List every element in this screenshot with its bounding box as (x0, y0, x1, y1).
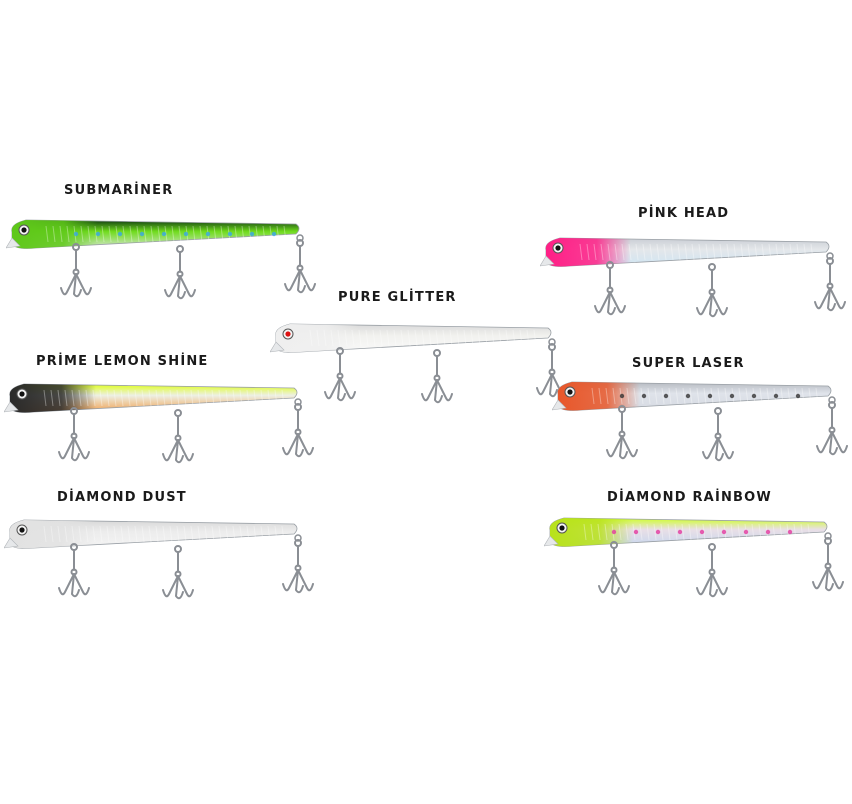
treble-hook-icon (594, 261, 626, 316)
treble-hook-icon (702, 407, 734, 462)
lure-image-submariner (6, 219, 316, 300)
treble-hook-icon (164, 245, 196, 300)
lure-body (4, 519, 302, 549)
treble-hook-icon (324, 347, 356, 402)
lure-label-pure-glitter: PURE GLİTTER (338, 290, 457, 305)
lure-body (552, 381, 836, 411)
lure-label-super-laser: SUPER LASER (632, 356, 745, 371)
lure-body (270, 323, 556, 353)
treble-hook-icon (696, 263, 728, 318)
treble-hook-icon (162, 545, 194, 600)
lure-label-diamond-rainbow: DİAMOND RAİNBOW (607, 490, 772, 505)
lure-image-pure-glitter (270, 323, 568, 404)
treble-hook-icon (58, 407, 90, 462)
treble-hook-icon (162, 409, 194, 464)
treble-hook-icon (282, 403, 314, 458)
treble-hook-icon (284, 239, 316, 294)
treble-hook-icon (58, 543, 90, 598)
treble-hook-icon (814, 257, 846, 312)
treble-hook-icon (282, 539, 314, 594)
treble-hook-icon (816, 401, 848, 456)
lure-body (540, 237, 834, 267)
lure-image-diamond-dust (4, 519, 314, 600)
treble-hook-icon (598, 541, 630, 596)
lure-image-diamond-rainbow (544, 517, 844, 598)
lure-label-pink-head: PİNK HEAD (638, 206, 730, 221)
lure-label-prime-lemon-shine: PRİME LEMON SHİNE (36, 354, 209, 369)
lure-image-prime-lemon-shine (4, 383, 314, 464)
lure-image-super-laser (552, 381, 848, 462)
treble-hook-icon (696, 543, 728, 598)
lure-body (544, 517, 832, 547)
lure-body (6, 219, 304, 249)
treble-hook-icon (60, 243, 92, 298)
treble-hook-icon (421, 349, 453, 404)
lure-body (4, 383, 302, 413)
lure-label-diamond-dust: DİAMOND DUST (57, 490, 187, 505)
treble-hook-icon (606, 405, 638, 460)
treble-hook-icon (812, 537, 844, 592)
lure-image-pink-head (540, 237, 846, 318)
lure-label-submariner: SUBMARİNER (64, 183, 174, 198)
